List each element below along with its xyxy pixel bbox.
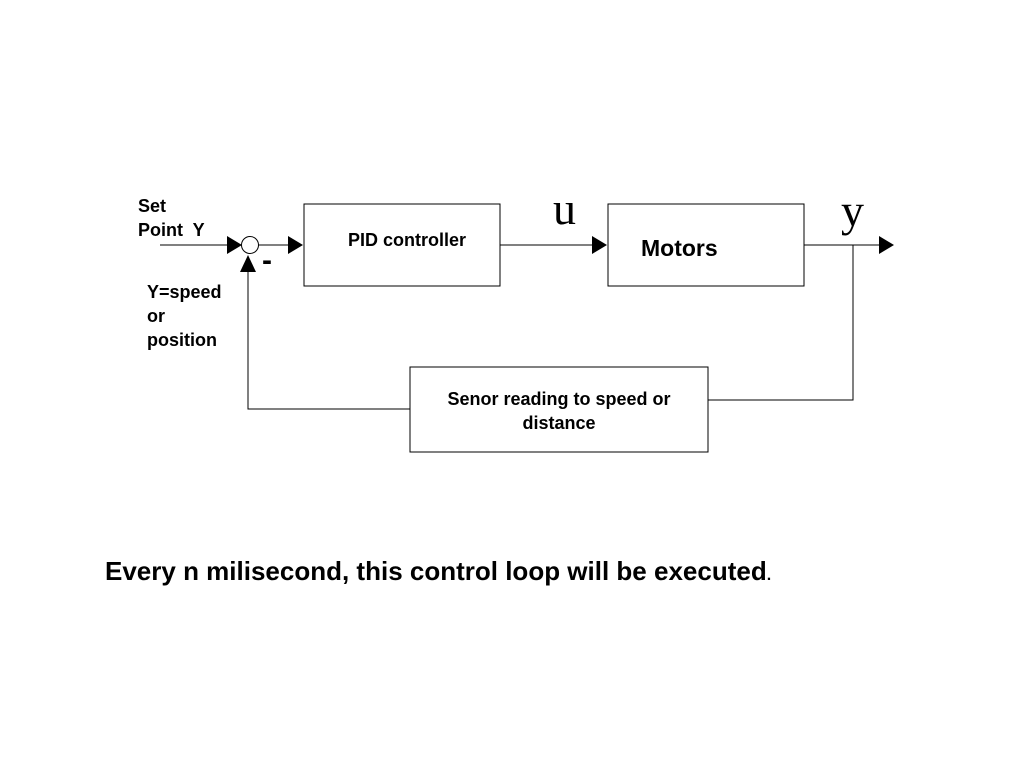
summing-junction: [241, 236, 259, 254]
setpoint-arrowhead: [227, 236, 242, 254]
feedback-note-line1: Y=speed: [147, 282, 222, 302]
setpoint-label-line1: Set: [138, 196, 167, 216]
control-signal-arrowhead: [592, 236, 607, 254]
motors-block-label: Motors: [641, 235, 718, 261]
sensor-block-label: Senor reading to speed or distance: [447, 389, 671, 433]
feedback-arrowhead: [240, 255, 256, 272]
control-signal-label: u: [553, 183, 576, 234]
feedback-note-line2: or: [147, 306, 165, 326]
sensor-block: [409, 366, 709, 453]
pid-controller-block: [303, 203, 501, 287]
output-label: y: [841, 185, 864, 236]
setpoint-label-line2: Point Y: [138, 220, 205, 240]
minus-sign: -: [262, 244, 272, 277]
error-signal-arrowhead: [288, 236, 303, 254]
output-arrowhead: [879, 236, 894, 254]
setpoint-label: Set Point Y: [138, 194, 205, 242]
caption: Every n milisecond, this control loop wi…: [105, 555, 771, 592]
feedback-note: Y=speed or position: [147, 280, 222, 352]
feedback-line-to-junction: [247, 270, 410, 410]
caption-period: .: [766, 567, 772, 584]
motors-block: [607, 203, 805, 287]
pid-block-label: PID controller: [347, 230, 467, 250]
feedback-note-line3: position: [147, 330, 217, 350]
feedback-line-to-sensor: [708, 245, 854, 401]
caption-text: Every n milisecond, this control loop wi…: [105, 556, 767, 586]
